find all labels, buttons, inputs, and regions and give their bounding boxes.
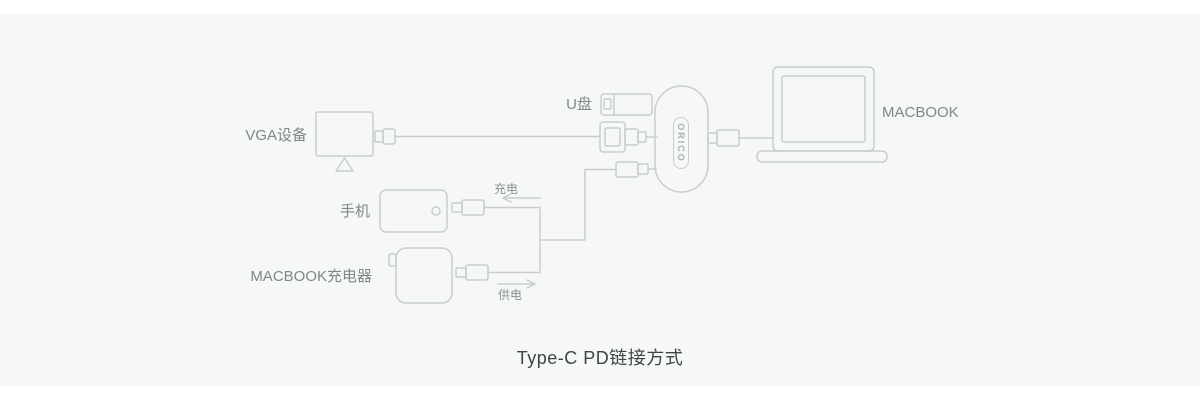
macbook-label: MACBOOK (882, 104, 959, 121)
phone-connector-icon (451, 199, 485, 216)
phone-icon (379, 189, 448, 233)
macbook-icon (756, 66, 888, 163)
charging-flow-label: 充电 (493, 182, 518, 196)
hub-to-macbook-cable (707, 129, 774, 147)
diagram-title: Type-C PD链接方式 (516, 348, 684, 368)
vga-monitor-icon (315, 111, 374, 172)
pd-cable (483, 161, 657, 274)
hub-brand-logo: ORICO (673, 117, 689, 169)
usb-drive-label: U盘 (566, 96, 592, 113)
vga-connector-icon (599, 121, 658, 153)
power-arrow-icon (497, 279, 536, 289)
vga-cable (374, 128, 601, 145)
vga-device-label: VGA设备 (245, 127, 307, 144)
charger-icon (388, 247, 453, 304)
background-band (0, 14, 1200, 386)
power-flow-label: 供电 (497, 288, 522, 302)
usb-drive-icon (600, 93, 653, 116)
charging-arrow-icon (502, 193, 541, 203)
phone-label: 手机 (339, 203, 370, 220)
charger-connector-icon (455, 264, 489, 281)
charger-label: MACBOOK充电器 (250, 268, 372, 285)
